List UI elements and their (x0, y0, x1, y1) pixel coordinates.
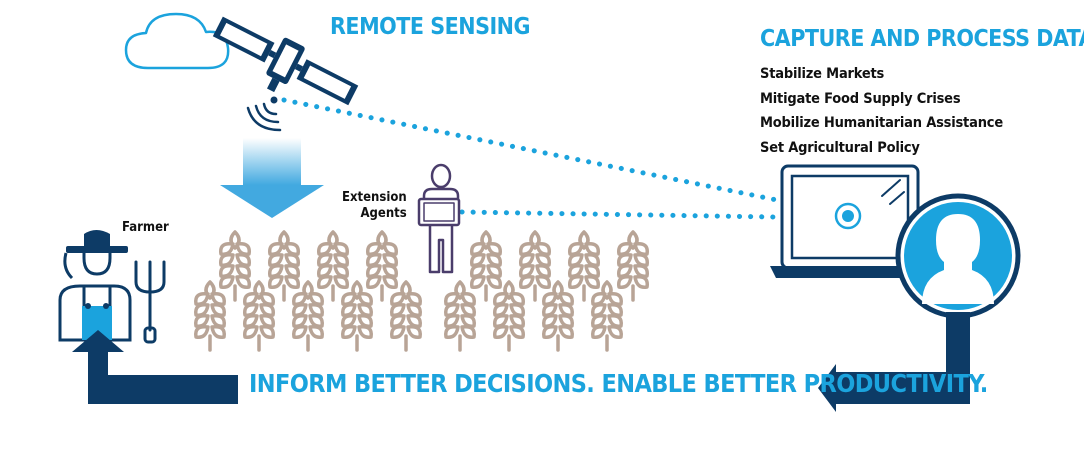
wheat-icon (268, 230, 300, 302)
satellite-icon (212, 16, 359, 106)
wheat-icon (519, 230, 551, 302)
capture-process-title: CAPTURE AND PROCESS DATA (760, 26, 1084, 52)
data-uses-list: Stabilize Markets Mitigate Food Supply C… (760, 62, 1003, 160)
cloud-icon (124, 12, 230, 70)
feedback-arrow (72, 312, 970, 412)
wheat-icon (444, 280, 476, 352)
slogan: INFORM BETTER DECISIONS. ENABLE BETTER P… (249, 369, 988, 398)
laptop-icon (770, 164, 932, 278)
signal-icon (246, 96, 282, 132)
wheat-field (194, 230, 649, 352)
wheat-icon (366, 230, 398, 302)
user-icon (895, 193, 1021, 319)
extension-agents-label: Extension Agents (342, 190, 407, 222)
wheat-icon (317, 230, 349, 302)
list-item: Set Agricultural Policy (760, 139, 920, 156)
wheat-icon (568, 230, 600, 302)
wheat-icon (219, 230, 251, 302)
wheat-icon (542, 280, 574, 352)
sensing-beam-arrow (220, 138, 324, 218)
wheat-icon (493, 280, 525, 352)
wheat-icon (470, 230, 502, 302)
extension-agent-icon (417, 163, 461, 274)
farmer-label: Farmer (122, 220, 169, 235)
tablet-icon (417, 197, 461, 227)
wheat-icon (591, 280, 623, 352)
extension-agents-label-line1: Extension (342, 190, 407, 205)
wheat-icon (617, 230, 649, 302)
list-item: Mitigate Food Supply Crises (760, 90, 961, 107)
wheat-icon (341, 280, 373, 352)
list-item: Stabilize Markets (760, 66, 885, 82)
pitchfork-icon (134, 260, 166, 344)
extension-agents-label-line2: Agents (360, 206, 407, 221)
wheat-icon (390, 280, 422, 352)
wheat-icon (194, 280, 226, 352)
data-link-dots (281, 97, 839, 221)
farmer-icon (58, 230, 132, 342)
remote-sensing-title: REMOTE SENSING (330, 14, 530, 40)
wheat-icon (243, 280, 275, 352)
wheat-icon (292, 280, 324, 352)
list-item: Mobilize Humanitarian Assistance (760, 115, 1003, 131)
